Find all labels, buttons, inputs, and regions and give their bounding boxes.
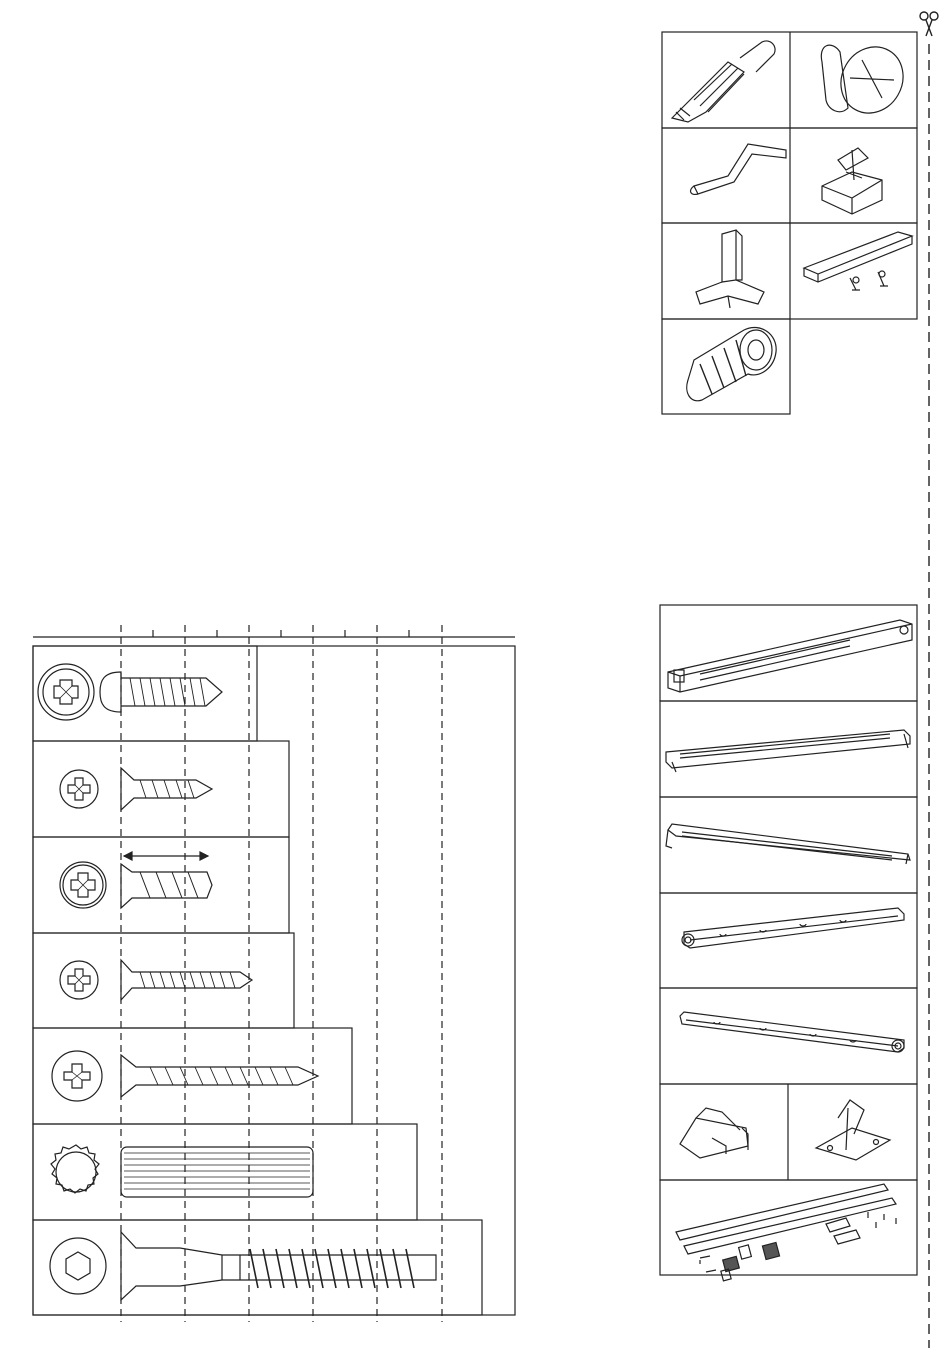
tri-connector-icon bbox=[696, 230, 764, 308]
table-row bbox=[33, 741, 289, 837]
runner-rail-left-icon bbox=[680, 1012, 904, 1052]
scale-guide-lines bbox=[121, 625, 442, 1322]
hardware-grid-bottom bbox=[660, 605, 917, 1281]
threaded-insert-icon bbox=[687, 327, 776, 400]
chart-outer-frame bbox=[33, 646, 515, 1315]
screw-length-chart bbox=[33, 625, 515, 1322]
table-row bbox=[33, 1220, 482, 1315]
drawer-slide-1-icon bbox=[668, 620, 912, 692]
corner-bracket-icon bbox=[822, 148, 882, 214]
hinge-plate-icon bbox=[816, 1100, 890, 1160]
table-row bbox=[33, 1124, 417, 1220]
mounting-rail-icon bbox=[804, 232, 912, 290]
drawer-slide-2-icon bbox=[666, 730, 910, 772]
cam-lock-icon bbox=[821, 36, 915, 125]
table-row bbox=[33, 933, 294, 1028]
drawer-slide-3-icon bbox=[666, 824, 910, 864]
pan-head-screw-icon bbox=[38, 664, 222, 720]
table-row bbox=[33, 646, 257, 741]
length-scale-ruler bbox=[33, 630, 515, 637]
confirmat-screw-icon bbox=[50, 1232, 436, 1300]
runner-rail-right-icon bbox=[682, 908, 904, 948]
euro-screw-icon bbox=[60, 852, 212, 908]
table-row bbox=[33, 1028, 352, 1124]
length-measure-arrow bbox=[124, 852, 208, 860]
rod-kit-icon bbox=[676, 1184, 896, 1281]
allen-key-icon bbox=[691, 144, 786, 194]
hardware-grid-top bbox=[662, 32, 917, 414]
cam-bolt-icon bbox=[672, 41, 775, 122]
countersunk-screw-medium-icon bbox=[60, 960, 252, 1000]
wooden-dowel-icon bbox=[51, 1145, 313, 1197]
countersunk-screw-short-icon bbox=[60, 768, 212, 810]
scissors-icon bbox=[920, 12, 938, 36]
shelf-support-icon bbox=[680, 1108, 748, 1158]
